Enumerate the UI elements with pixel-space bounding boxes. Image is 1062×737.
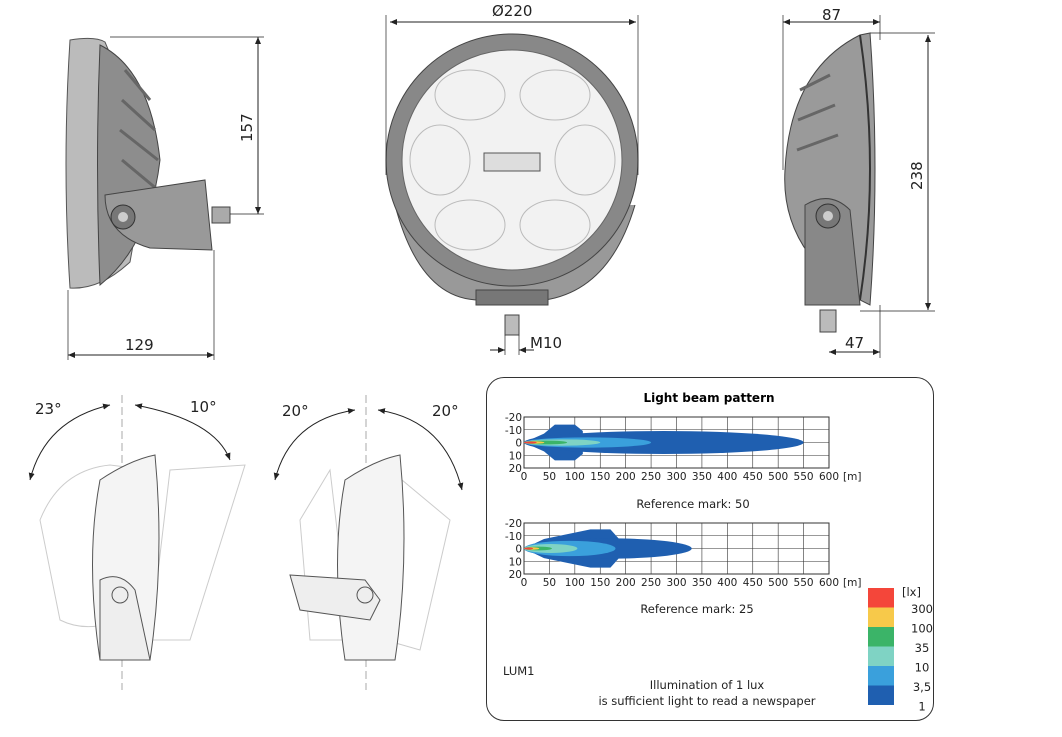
legend-unit: [lx] [902,585,921,599]
beam-contour-300lx [524,547,534,550]
x-tick-label: 450 [743,471,763,483]
rotation-view-swivel: 20° 20° [273,395,464,690]
light-beam-panel [486,377,934,721]
front-view: Ø220 M10 [385,2,639,355]
x-tick-label: 550 [794,577,814,589]
x-tick-label: 100 [565,471,585,483]
y-tick-label: -20 [505,518,522,530]
dim-thread: M10 [530,334,562,352]
legend-swatch [868,646,894,666]
caption-ref-25: Reference mark: 25 [640,602,753,616]
y-tick-label: 20 [509,569,522,581]
dim-offset: 47 [845,334,864,352]
x-tick-label: 100 [565,577,585,589]
legend-label: 10 [915,661,930,675]
x-tick-label: 50 [543,577,556,589]
angle-left: 20° [282,402,309,420]
x-tick-label: 450 [743,577,763,589]
legend-label: 1 [918,700,925,714]
dim-depth: 129 [125,336,154,354]
x-tick-label: 550 [794,471,814,483]
legend-swatch [868,685,894,705]
chart-title: Light beam pattern [643,391,774,405]
rotation-view-tilt: 23° 10° [28,395,246,690]
angle-up: 23° [35,400,62,418]
x-axis-unit: [m] [843,577,861,589]
legend-swatch [868,627,894,647]
x-tick-label: 600 [819,577,839,589]
x-tick-label: 600 [819,471,839,483]
legend-label: 3,5 [913,680,931,694]
x-axis-unit: [m] [843,471,861,483]
x-tick-label: 400 [717,577,737,589]
legend-label: 100 [911,622,933,636]
x-tick-label: 200 [616,577,636,589]
y-tick-label: -20 [505,412,522,424]
legend-label: 35 [915,641,930,655]
x-tick-label: 500 [768,471,788,483]
y-tick-label: 0 [515,438,522,450]
x-tick-label: 150 [590,471,610,483]
y-tick-label: -10 [505,531,522,543]
x-tick-label: 350 [692,577,712,589]
dim-width: 87 [822,6,841,24]
angle-right: 20° [432,402,459,420]
angle-down: 10° [190,398,217,416]
x-tick-label: 350 [692,471,712,483]
x-tick-label: 400 [717,471,737,483]
x-tick-label: 50 [543,471,556,483]
y-tick-label: 20 [509,463,522,475]
note-line-1: Illumination of 1 lux [650,678,765,692]
dim-diameter: Ø220 [492,2,532,20]
x-tick-label: 200 [616,471,636,483]
dim-height: 157 [238,113,256,142]
lux-legend: [lx] 300 100 35 10 3,5 1 [868,585,933,714]
legend-swatch [868,588,894,608]
side-view-left: 129 157 [65,36,264,360]
caption-ref-50: Reference mark: 50 [636,497,749,511]
legend-label: 300 [911,602,933,616]
x-tick-label: 300 [666,471,686,483]
y-tick-label: 0 [515,544,522,556]
y-tick-label: 10 [509,556,522,568]
x-tick-label: 500 [768,577,788,589]
x-tick-label: 300 [666,577,686,589]
x-tick-label: 0 [521,471,528,483]
y-tick-label: -10 [505,425,522,437]
note-line-2: is sufficient light to read a newspaper [598,694,815,708]
x-tick-label: 0 [521,577,528,589]
x-tick-label: 150 [590,577,610,589]
dim-height-total: 238 [908,161,926,190]
legend-swatch [868,607,894,627]
x-tick-label: 250 [641,577,661,589]
side-view-right: 87 238 47 [782,6,935,358]
legend-swatch [868,666,894,686]
beam-contour-1lx [524,431,804,454]
beam-contour-300lx [524,441,537,444]
model-label: LUM1 [503,664,535,678]
y-tick-label: 10 [509,450,522,462]
x-tick-label: 250 [641,471,661,483]
